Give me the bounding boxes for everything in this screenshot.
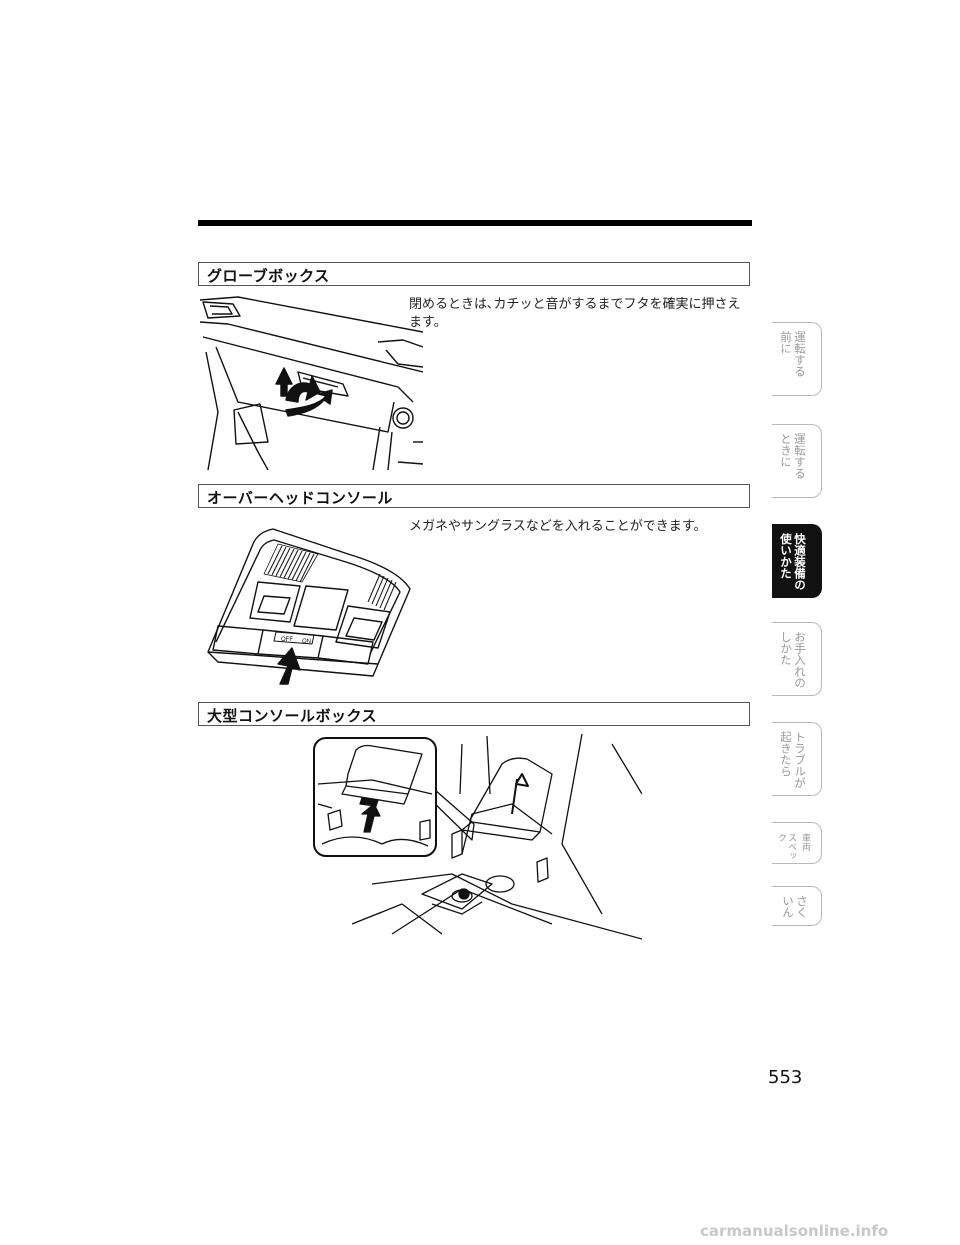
- side-tab-maintenance[interactable]: お手入れの しかた: [772, 622, 822, 696]
- top-rule: [198, 220, 752, 226]
- side-tab-index[interactable]: さく いん: [772, 886, 822, 926]
- watermark: carmanualsonline.info: [700, 1222, 889, 1240]
- side-tab-while-driving[interactable]: 運転する ときに: [772, 424, 822, 498]
- page-number: 553: [768, 1067, 803, 1088]
- section-title: オーバーヘッドコンソール: [207, 489, 393, 507]
- section-header-glove-box: グローブボックス: [198, 262, 750, 286]
- side-tab-troubleshooting[interactable]: トラブルが 起きたら: [772, 722, 822, 796]
- glove-box-illustration: [199, 296, 423, 470]
- glove-box-description: 閉めるときは､カチッと音がするまでフタを確実に押さえます。: [409, 297, 741, 330]
- side-tab-vehicle-spec[interactable]: 車両 スペック: [772, 822, 822, 864]
- console-box-illustration: [313, 734, 642, 940]
- overhead-console-description: メガネやサングラスなどを入れることができます。: [409, 519, 707, 534]
- section-header-console-box: 大型コンソールボックス: [198, 702, 750, 726]
- console-off-label: OFF: [281, 637, 293, 643]
- section-title: グローブボックス: [207, 267, 330, 285]
- section-header-overhead-console: オーバーヘッドコンソール: [198, 484, 750, 508]
- section-title: 大型コンソールボックス: [207, 707, 378, 725]
- side-tab-before-driving[interactable]: 運転する 前に: [772, 322, 822, 396]
- side-tab-comfort-equipment[interactable]: 快適装備の 使いかた: [772, 524, 822, 598]
- console-on-label: ON: [302, 639, 311, 645]
- overhead-console-illustration: OFF ON: [207, 528, 411, 685]
